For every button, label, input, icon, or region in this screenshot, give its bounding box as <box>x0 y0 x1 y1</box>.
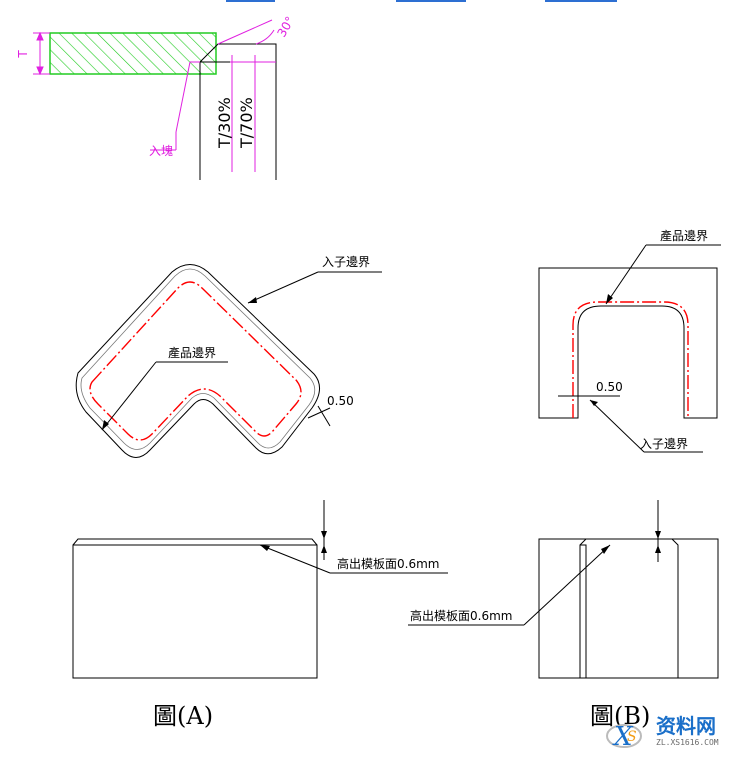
top-detail: T 30° T/30% T/70% 入塊 <box>16 14 297 180</box>
figure-b-plan: 產品邊界 0.50 入子邊界 <box>538 228 721 453</box>
watermark-text: 资料网 <box>656 714 716 738</box>
svg-text:X: X <box>612 722 634 752</box>
figure-a-plan: 入子邊界 產品邊界 0.50 <box>75 255 382 458</box>
insert-boundary-leader-b <box>589 399 645 453</box>
product-boundary-leader-b <box>605 244 647 305</box>
watermark-emblem-icon: X S <box>606 722 642 752</box>
thickness-dimension <box>33 31 50 76</box>
product-boundary-label-a: 產品邊界 <box>168 345 216 360</box>
offset-leader <box>317 405 331 427</box>
insert-boundary-leader <box>247 271 319 304</box>
depth-dimensions <box>150 19 276 172</box>
insert-boundary-inner <box>80 268 316 450</box>
product-boundary-a <box>89 281 302 441</box>
depth-30-label: T/30% <box>215 97 234 149</box>
offset-label-b: 0.50 <box>596 380 623 394</box>
product-boundary-label-b: 產品邊界 <box>660 228 708 243</box>
angle-label: 30° <box>274 14 297 39</box>
insert-label: 入塊 <box>149 143 173 158</box>
offset-label-a: 0.50 <box>327 394 354 408</box>
hatched-insert-block <box>49 32 217 75</box>
thickness-label: T <box>16 50 30 59</box>
mold-plate-b <box>538 538 719 679</box>
caption-figure-a: 圖(A) <box>153 702 213 730</box>
figure-a-elevation: 高出模板面0.6mm <box>72 500 448 679</box>
insert-boundary-outline-b <box>538 267 718 419</box>
insert-boundary-label-b: 入子邊界 <box>640 437 688 451</box>
raise-label-a: 高出模板面0.6mm <box>337 556 439 571</box>
insert-boundary-outline <box>75 264 320 458</box>
watermark-logo: X S 资料网 ZL.XS1616.COM <box>606 714 719 752</box>
mold-plate-a <box>72 544 318 679</box>
raise-label-b: 高出模板面0.6mm <box>410 608 512 623</box>
insert-boundary-label-a: 入子邊界 <box>322 255 370 269</box>
figure-b-elevation: 高出模板面0.6mm <box>408 500 719 679</box>
watermark-url: ZL.XS1616.COM <box>656 738 719 747</box>
product-boundary-b <box>572 301 689 418</box>
svg-text:S: S <box>627 729 637 745</box>
depth-70-label: T/70% <box>237 97 256 149</box>
